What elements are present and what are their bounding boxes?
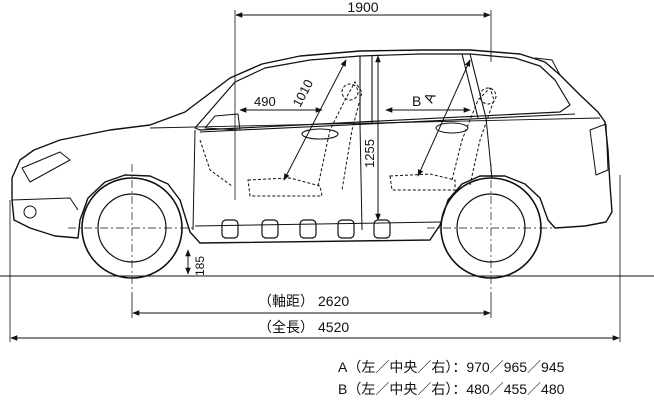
label-overall-length: （全長）4520 <box>258 319 349 335</box>
overall-length-caption: （全長） <box>258 319 314 335</box>
note-b: B（左／中央／右）：480／455／480 <box>338 381 565 397</box>
label-rear-b: B <box>412 93 421 109</box>
overall-length-value: 4520 <box>318 319 349 335</box>
wheelbase-value: 2620 <box>318 293 349 309</box>
front-wheel <box>68 164 196 292</box>
label-rear-a: A <box>420 90 439 106</box>
seats <box>199 81 497 197</box>
dim-line-rear-a <box>417 59 471 177</box>
label-interior-height: 1255 <box>362 139 377 168</box>
label-cabin-length: 1900 <box>347 0 378 15</box>
rear-wheel <box>427 164 555 292</box>
label-wheelbase: （軸距）2620 <box>258 293 349 309</box>
measurement-notes: A（左／中央／右）：970／965／945 B（左／中央／右）：480／455／… <box>338 356 638 400</box>
wheelbase-caption: （軸距） <box>258 293 314 309</box>
sill-openings <box>221 219 391 239</box>
dim-line-front-headroom <box>283 59 347 181</box>
note-a: A（左／中央／右）：970／965／945 <box>338 359 565 375</box>
label-ground-clearance: 185 <box>193 256 207 276</box>
label-front-seat-offset: 490 <box>254 94 276 109</box>
label-front-headroom: 1010 <box>289 77 316 110</box>
